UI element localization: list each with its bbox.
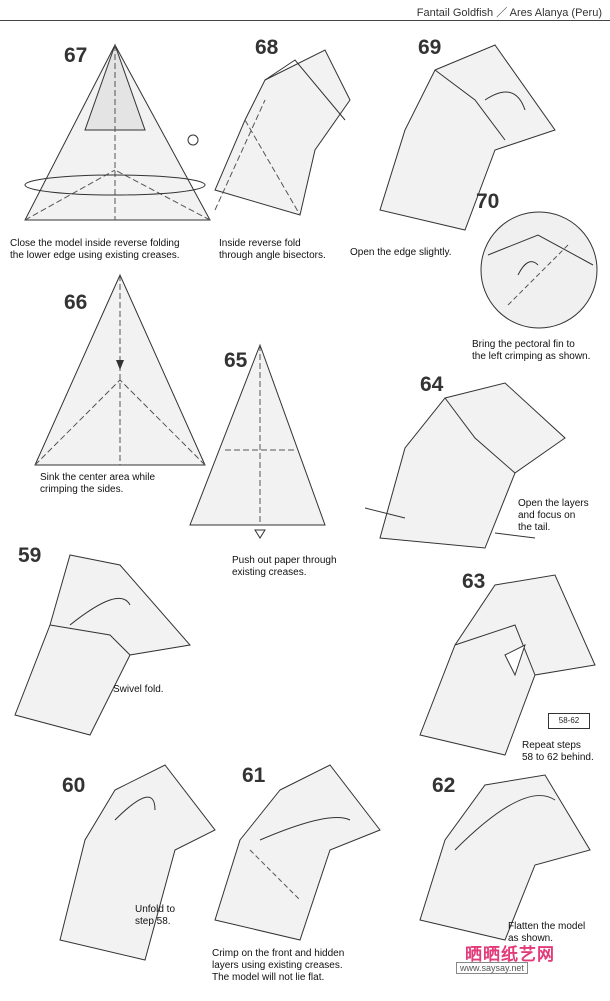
step-number-67: 67 [64, 44, 88, 67]
diagram-70 [480, 211, 598, 329]
diagram-66 [34, 273, 206, 466]
diagram-61 [214, 764, 381, 941]
step-number-70: 70 [476, 190, 500, 213]
watermark-logo: 晒晒纸艺网 [465, 945, 555, 964]
step-caption-67: Close the model inside reverse folding t… [10, 238, 180, 261]
step-number-64: 64 [420, 373, 444, 396]
diagram-65 [189, 343, 326, 539]
step-number-69: 69 [418, 36, 442, 59]
diagram-64 [365, 382, 566, 549]
step-caption-60: Unfold to step 58. [135, 904, 176, 927]
step-number-59: 59 [18, 544, 42, 567]
step-number-62: 62 [432, 774, 456, 797]
diagram-69 [379, 44, 556, 231]
step-caption-68: Inside reverse fold through angle bisect… [219, 238, 326, 261]
step-caption-64: Open the layers and focus on the tail. [518, 498, 589, 533]
diagram-67 [24, 43, 211, 221]
step-caption-70: Bring the pectoral fin to the left crimp… [472, 339, 591, 362]
diagram-68 [214, 49, 351, 216]
page-header: Fantail Goldfish ／ Ares Alanya (Peru) [416, 7, 602, 19]
step-number-68: 68 [255, 36, 279, 59]
diagram-59 [14, 554, 191, 736]
repeat-reference-box: 58-62 [548, 713, 590, 729]
watermark-url: www.saysay.net [456, 962, 528, 974]
header-rule [0, 20, 610, 21]
step-caption-65: Push out paper through existing creases. [232, 555, 337, 578]
step-number-66: 66 [64, 291, 88, 314]
step-caption-59: Swivel fold. [113, 684, 164, 695]
diagram-62 [419, 774, 591, 941]
diagram-63 [419, 574, 596, 756]
step-caption-63: Repeat steps 58 to 62 behind. [522, 740, 594, 763]
step-caption-66: Sink the center area while crimping the … [40, 472, 156, 495]
step-number-65: 65 [224, 349, 248, 372]
step-number-63: 63 [462, 570, 486, 593]
step-number-60: 60 [62, 774, 86, 797]
step-number-61: 61 [242, 764, 266, 787]
step-caption-69: Open the edge slightly. [350, 247, 452, 258]
step-caption-61: Crimp on the front and hidden layers usi… [212, 948, 345, 983]
step-caption-62: Flatten the model as shown. [508, 921, 586, 944]
diagram-60 [59, 764, 216, 961]
